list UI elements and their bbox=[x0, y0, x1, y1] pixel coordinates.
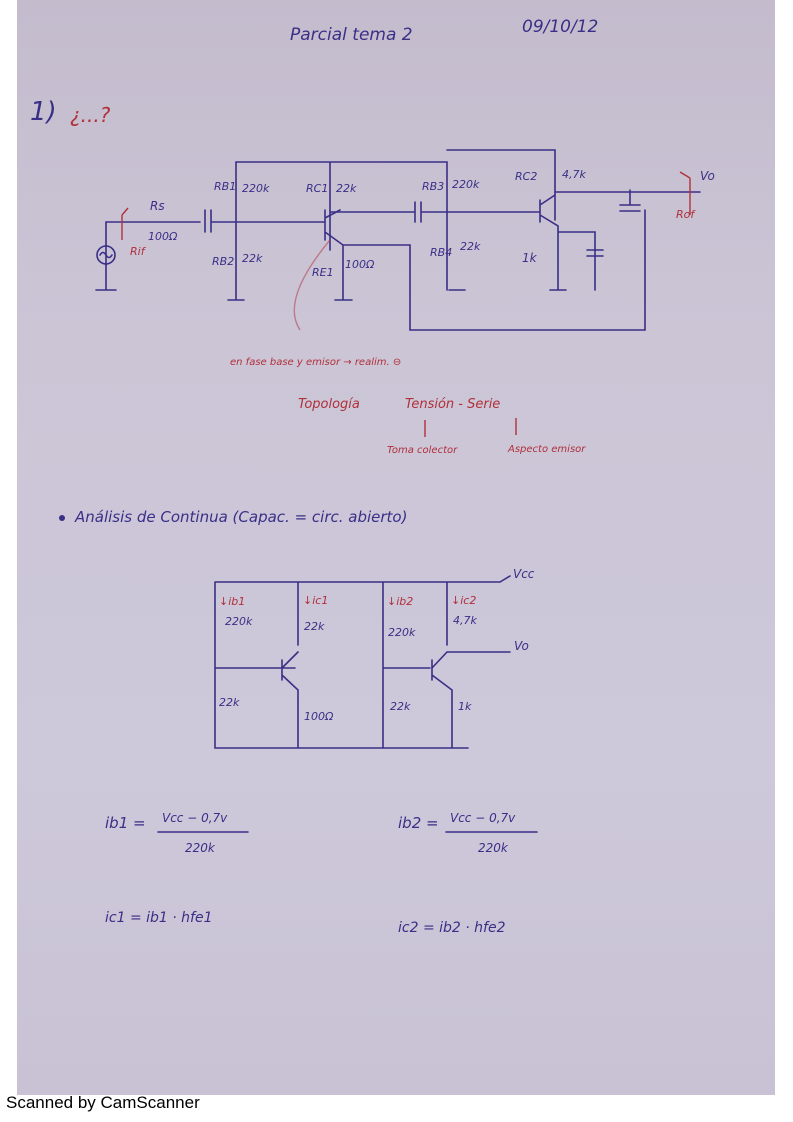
label-ib1: ↓ib1 bbox=[219, 595, 245, 608]
page-title: Parcial tema 2 bbox=[290, 25, 413, 45]
eq-ib1-denominator: 220k bbox=[185, 841, 216, 855]
value-rb3: 220k bbox=[452, 178, 480, 191]
page-date: 09/10/12 bbox=[522, 17, 598, 37]
value-rb4: 22k bbox=[460, 240, 481, 253]
value-r3: 22k bbox=[304, 620, 325, 633]
value-rc2: 4,7k bbox=[562, 168, 586, 181]
label-rif: Rif bbox=[130, 245, 147, 258]
label-vcc: Vcc bbox=[513, 567, 535, 581]
label-rb1: RB1 bbox=[214, 180, 236, 193]
label-rc1: RC1 bbox=[306, 182, 328, 195]
label-ib2: ↓ib2 bbox=[387, 595, 413, 608]
value-r6: 4,7k bbox=[453, 614, 477, 627]
value-r4: 100Ω bbox=[304, 710, 334, 723]
value-r2: 22k bbox=[219, 696, 240, 709]
label-rs: Rs bbox=[150, 199, 165, 213]
dc-schematic: Vcc Vo ↓ib1 ↓ic1 ↓ib2 ↓ic2 220k 22k 22k … bbox=[214, 567, 535, 749]
value-rb1: 220k bbox=[242, 182, 270, 195]
topology-left-branch: Toma colector bbox=[387, 445, 458, 456]
label-ic2: ↓ic2 bbox=[451, 594, 476, 607]
topology-type: Tensión - Serie bbox=[405, 397, 500, 412]
analysis-heading: Análisis de Continua (Capac. = circ. abi… bbox=[74, 508, 407, 526]
label-rc2: RC2 bbox=[515, 170, 537, 183]
label-rb4: RB4 bbox=[430, 246, 452, 259]
label-vo-dc: Vo bbox=[514, 639, 529, 653]
problem-question: ¿...? bbox=[70, 103, 111, 127]
value-r1: 220k bbox=[225, 615, 253, 628]
topology-right-branch: Aspecto emisor bbox=[507, 444, 586, 455]
eq-ib1-lhs: ib1 = bbox=[105, 814, 146, 832]
eq-ib2-numerator: Vcc − 0,7v bbox=[450, 811, 516, 825]
value-rs: 100Ω bbox=[148, 230, 178, 243]
topology-label: Topología bbox=[298, 397, 360, 412]
label-re1: RE1 bbox=[312, 266, 334, 279]
scanned-page: Parcial tema 2 09/10/12 1) ¿...? Rs 100Ω… bbox=[17, 0, 775, 1095]
eq-ib1-numerator: Vcc − 0,7v bbox=[162, 811, 228, 825]
eq-ib2-lhs: ib2 = bbox=[398, 814, 439, 832]
amplifier-schematic: Rs 100Ω Rif RB1 220k RB2 22k RC1 22k RE1… bbox=[95, 149, 715, 368]
value-re2: 1k bbox=[522, 251, 538, 265]
eq-ic2: ic2 = ib2 · hfe2 bbox=[398, 920, 506, 936]
label-rb3: RB3 bbox=[422, 180, 444, 193]
value-re1: 100Ω bbox=[345, 258, 375, 271]
value-r8: 1k bbox=[458, 700, 472, 713]
value-rb2: 22k bbox=[242, 252, 263, 265]
bullet bbox=[59, 515, 65, 521]
label-ic1: ↓ic1 bbox=[303, 594, 328, 607]
label-vo: Vo bbox=[700, 169, 715, 183]
feedback-note: en fase base y emisor → realim. ⊖ bbox=[230, 357, 401, 368]
value-r7: 22k bbox=[390, 700, 411, 713]
value-rc1: 22k bbox=[336, 182, 357, 195]
label-rof: Rof bbox=[676, 208, 696, 221]
eq-ib2-denominator: 220k bbox=[478, 841, 509, 855]
scanner-watermark: Scanned by CamScanner bbox=[6, 1093, 200, 1112]
eq-ic1: ic1 = ib1 · hfe1 bbox=[105, 910, 212, 926]
label-rb2: RB2 bbox=[212, 255, 234, 268]
value-r5: 220k bbox=[388, 626, 416, 639]
problem-number: 1) bbox=[30, 97, 57, 127]
handwritten-notes: Parcial tema 2 09/10/12 1) ¿...? Rs 100Ω… bbox=[30, 17, 715, 936]
